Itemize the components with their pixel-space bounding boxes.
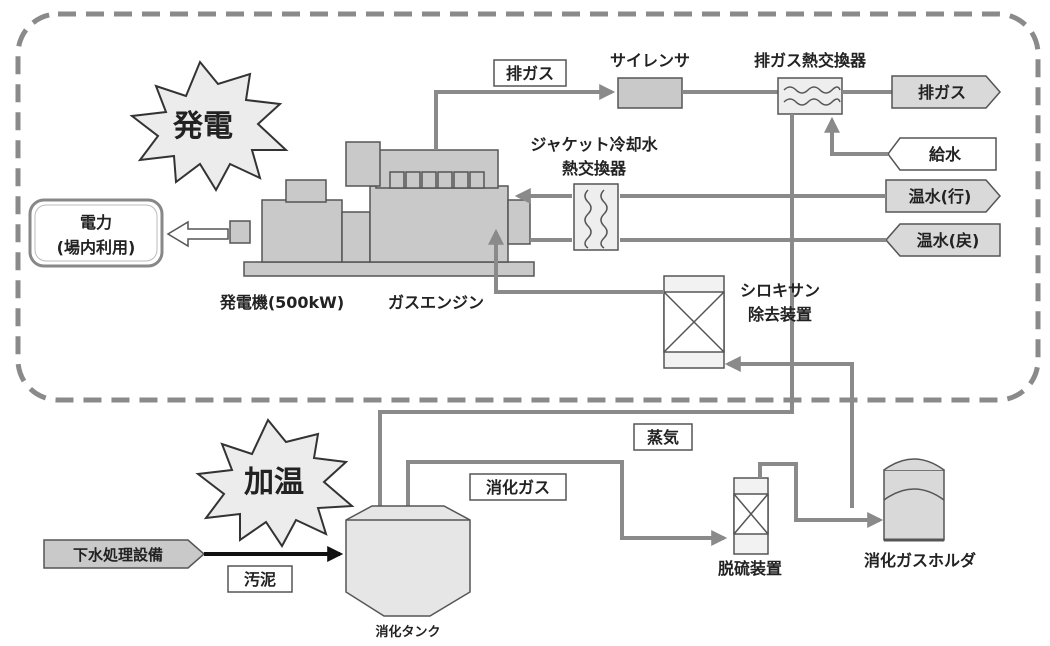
steam-tag-label: 蒸気 xyxy=(647,428,679,447)
digestion-gas-pipe xyxy=(406,460,728,546)
digestion-tank-label: 消化タンク xyxy=(375,624,440,640)
feed-water-label: 給水 xyxy=(929,145,962,164)
jacket-hx-label-line1: ジャケット冷却水 xyxy=(530,135,658,154)
steam-tag-box xyxy=(633,423,693,451)
hot-water-out-label: 温水(行) xyxy=(908,187,972,206)
power-generation-label: 発電 xyxy=(172,109,233,144)
jacket-hx-label-line2: 熱交換器 xyxy=(562,159,627,178)
digestion-gas-tag-label: 消化ガス xyxy=(486,478,550,497)
sewage-facility-tag: 下水処理設備 xyxy=(43,539,206,569)
silencer-label: サイレンサ xyxy=(610,51,690,70)
cleaned-gas-pipe xyxy=(488,228,664,294)
exhaust-tag-box xyxy=(493,59,567,87)
feed-water-pipe xyxy=(824,116,888,156)
desulfurizer-unit xyxy=(733,477,769,555)
sludge-tag-box xyxy=(227,565,293,593)
silencer-box xyxy=(617,77,683,109)
gas-engine-label: ガスエンジン xyxy=(388,293,484,312)
power-generation-burst: 発電 xyxy=(129,60,289,193)
exhaust-heat-exchanger xyxy=(777,77,843,115)
exhaust-out-tag: 排ガス xyxy=(891,75,1001,109)
holder-to-siloxane-pipe xyxy=(724,356,854,508)
siloxane-label-line1: シロキサン xyxy=(740,281,820,300)
hot-water-return-label: 温水(戻) xyxy=(916,231,980,250)
jacket-heat-exchanger xyxy=(573,183,619,251)
generator-engine-unit xyxy=(229,141,535,277)
siloxane-removal-unit xyxy=(663,275,725,369)
exhaust-hx-label: 排ガス熱交換器 xyxy=(754,51,867,70)
generator-label: 発電機(500kW) xyxy=(219,293,344,312)
exhaust-pipe xyxy=(434,84,616,150)
hot-water-out-tag: 温水(行) xyxy=(885,179,1001,213)
power-output-arrow xyxy=(166,220,229,248)
exhaust-tag-label: 排ガス xyxy=(506,64,554,83)
gas-holder-label: 消化ガスホルダ xyxy=(864,551,976,570)
sewage-facility-label: 下水処理設備 xyxy=(73,546,163,564)
feed-water-tag: 給水 xyxy=(887,137,997,171)
hot-water-return-tag: 温水(戻) xyxy=(885,223,1001,257)
heating-label: 加温 xyxy=(244,465,304,500)
exhaust-out-label: 排ガス xyxy=(918,83,966,102)
electricity-box: 電力 (場内利用) xyxy=(28,198,164,268)
generation-area-boundary xyxy=(15,11,1041,403)
siloxane-label-line2: 除去装置 xyxy=(748,305,812,324)
sludge-tag-label: 汚泥 xyxy=(244,570,276,589)
heating-burst: 加温 xyxy=(195,418,355,548)
electricity-usage-label: (場内利用) xyxy=(57,238,136,257)
digestion-gas-tag-box xyxy=(469,473,567,501)
desulfurizer-to-holder-pipe xyxy=(758,462,884,528)
digestion-tank xyxy=(345,505,471,617)
steam-pipe xyxy=(372,114,794,552)
desulfurizer-label: 脱硫装置 xyxy=(718,559,782,578)
gas-holder xyxy=(883,458,945,542)
electricity-label: 電力 xyxy=(80,213,112,232)
